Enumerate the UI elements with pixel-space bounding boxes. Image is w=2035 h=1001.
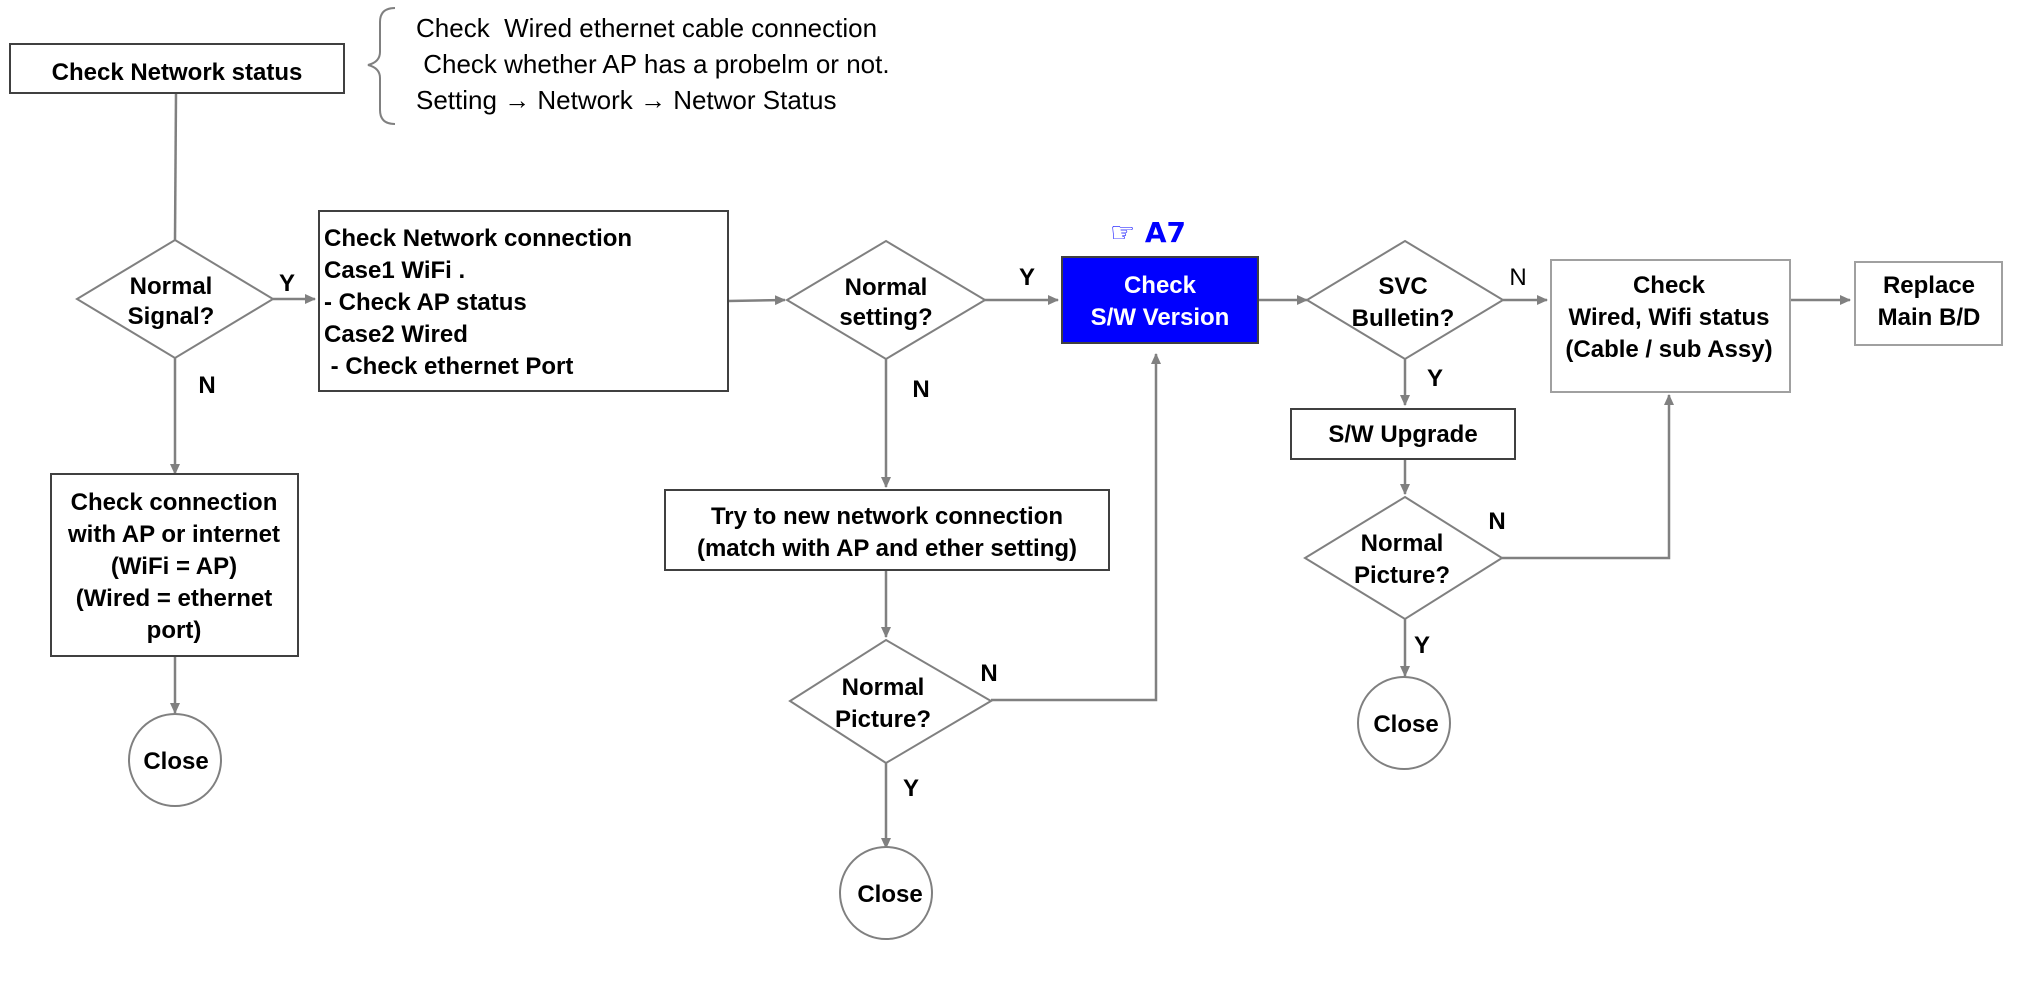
picture1-no-label: N (980, 660, 997, 687)
text-line: Check Network connection (324, 225, 632, 252)
note-text: Check Wired ethernet cable connection Ch… (416, 13, 890, 115)
text-line: Check (1124, 272, 1197, 299)
close-1-terminal (128, 713, 222, 807)
text-line: (match with AP and ether setting) (697, 535, 1077, 562)
text-line: - Check ethernet Port (324, 353, 573, 380)
text-line: Main B/D (1878, 304, 1981, 331)
text-line: Normal (1361, 530, 1444, 557)
text-line: Check Network status (52, 59, 303, 86)
setting-no-label: N (912, 376, 929, 403)
text-line: Signal? (128, 303, 215, 330)
svc-bulletin-label: SVC Bulletin? (1352, 273, 1455, 332)
text-line: Bulletin? (1352, 305, 1455, 332)
text-line: Picture? (835, 706, 931, 733)
edge-picture1-no (991, 353, 1161, 702)
check-connection-ap-label: Check connection with AP or internet (WiFi… (67, 489, 280, 644)
text-line: Normal (845, 274, 928, 301)
edge-status-to-signal (173, 92, 178, 241)
signal-yes-label: Y (279, 270, 295, 297)
sw-upgrade-box (1290, 408, 1516, 460)
reference-a7-link[interactable]: ☞ A7 (1110, 216, 1186, 249)
check-wired-wifi-box (1550, 259, 1791, 393)
text-line: with AP or internet (67, 521, 280, 548)
bulletin-yes-label: Y (1427, 365, 1443, 392)
close-3-label: Close (1373, 711, 1438, 738)
text-line: (WiFi = AP) (111, 553, 237, 580)
bulletin-no-label: N (1509, 264, 1526, 291)
check-network-status-box (9, 43, 345, 94)
text-line: Close (857, 881, 922, 908)
connectors (170, 92, 1851, 849)
normal-picture-2-decision (1303, 495, 1504, 621)
setting-yes-label: Y (1019, 264, 1035, 291)
picture2-yes-label: Y (1414, 632, 1430, 659)
text-line: S/W Upgrade (1328, 421, 1477, 448)
text-line: Normal (842, 674, 925, 701)
text-line: - Check AP status (324, 289, 527, 316)
text-line: Close (143, 748, 208, 775)
text-line: Check (1633, 272, 1706, 299)
text-line: Try to new network connection (711, 503, 1063, 530)
text-line: setting? (839, 304, 932, 331)
try-new-connection-label: Try to new network connection (match with… (697, 503, 1077, 562)
normal-picture-1-decision (788, 638, 993, 765)
text-line: port) (147, 617, 202, 644)
picture1-yes-label: Y (903, 775, 919, 802)
text-line: SVC (1378, 273, 1427, 300)
check-connection-ap-box (50, 473, 299, 657)
text-line: Picture? (1354, 562, 1450, 589)
close-3-terminal (1357, 676, 1451, 770)
check-network-connection-box (318, 210, 729, 392)
edge-netconn-to-setting (727, 295, 786, 306)
close-2-label: Close (857, 881, 922, 908)
text-line: Setting → Network → Networ Status (416, 85, 836, 115)
close-1-label: Close (143, 748, 208, 775)
picture2-no-label: N (1488, 508, 1505, 535)
check-sw-version-box (1061, 256, 1259, 344)
text-line: Case2 Wired (324, 321, 468, 348)
replace-main-box (1854, 261, 2003, 346)
edge-picture2-no (1502, 394, 1674, 560)
text-line: (Cable / sub Assy) (1565, 336, 1772, 363)
text-line: Check connection (71, 489, 278, 516)
text-line: Replace (1883, 272, 1975, 299)
svc-bulletin-decision (1305, 239, 1505, 361)
text-line: Case1 WiFi . (324, 257, 465, 284)
close-2-terminal (839, 846, 933, 940)
text-line: Check Wired ethernet cable connection (416, 13, 877, 43)
normal-setting-label: Normal setting? (839, 274, 932, 331)
note-brace (367, 7, 396, 125)
text-line: S/W Version (1091, 304, 1230, 331)
text-line: Normal (130, 273, 213, 300)
text-line: Close (1373, 711, 1438, 738)
normal-setting-decision (785, 239, 987, 361)
sw-upgrade-label: S/W Upgrade (1328, 421, 1477, 448)
try-new-connection-box (664, 489, 1110, 571)
signal-no-label: N (198, 372, 215, 399)
normal-signal-decision (75, 238, 275, 360)
text-line: Wired, Wifi status (1569, 304, 1770, 331)
check-network-status-label: Check Network status (52, 59, 303, 86)
text-line: (Wired = ethernet (76, 585, 273, 612)
text-line: Check whether AP has a probelm or not. (416, 49, 890, 79)
